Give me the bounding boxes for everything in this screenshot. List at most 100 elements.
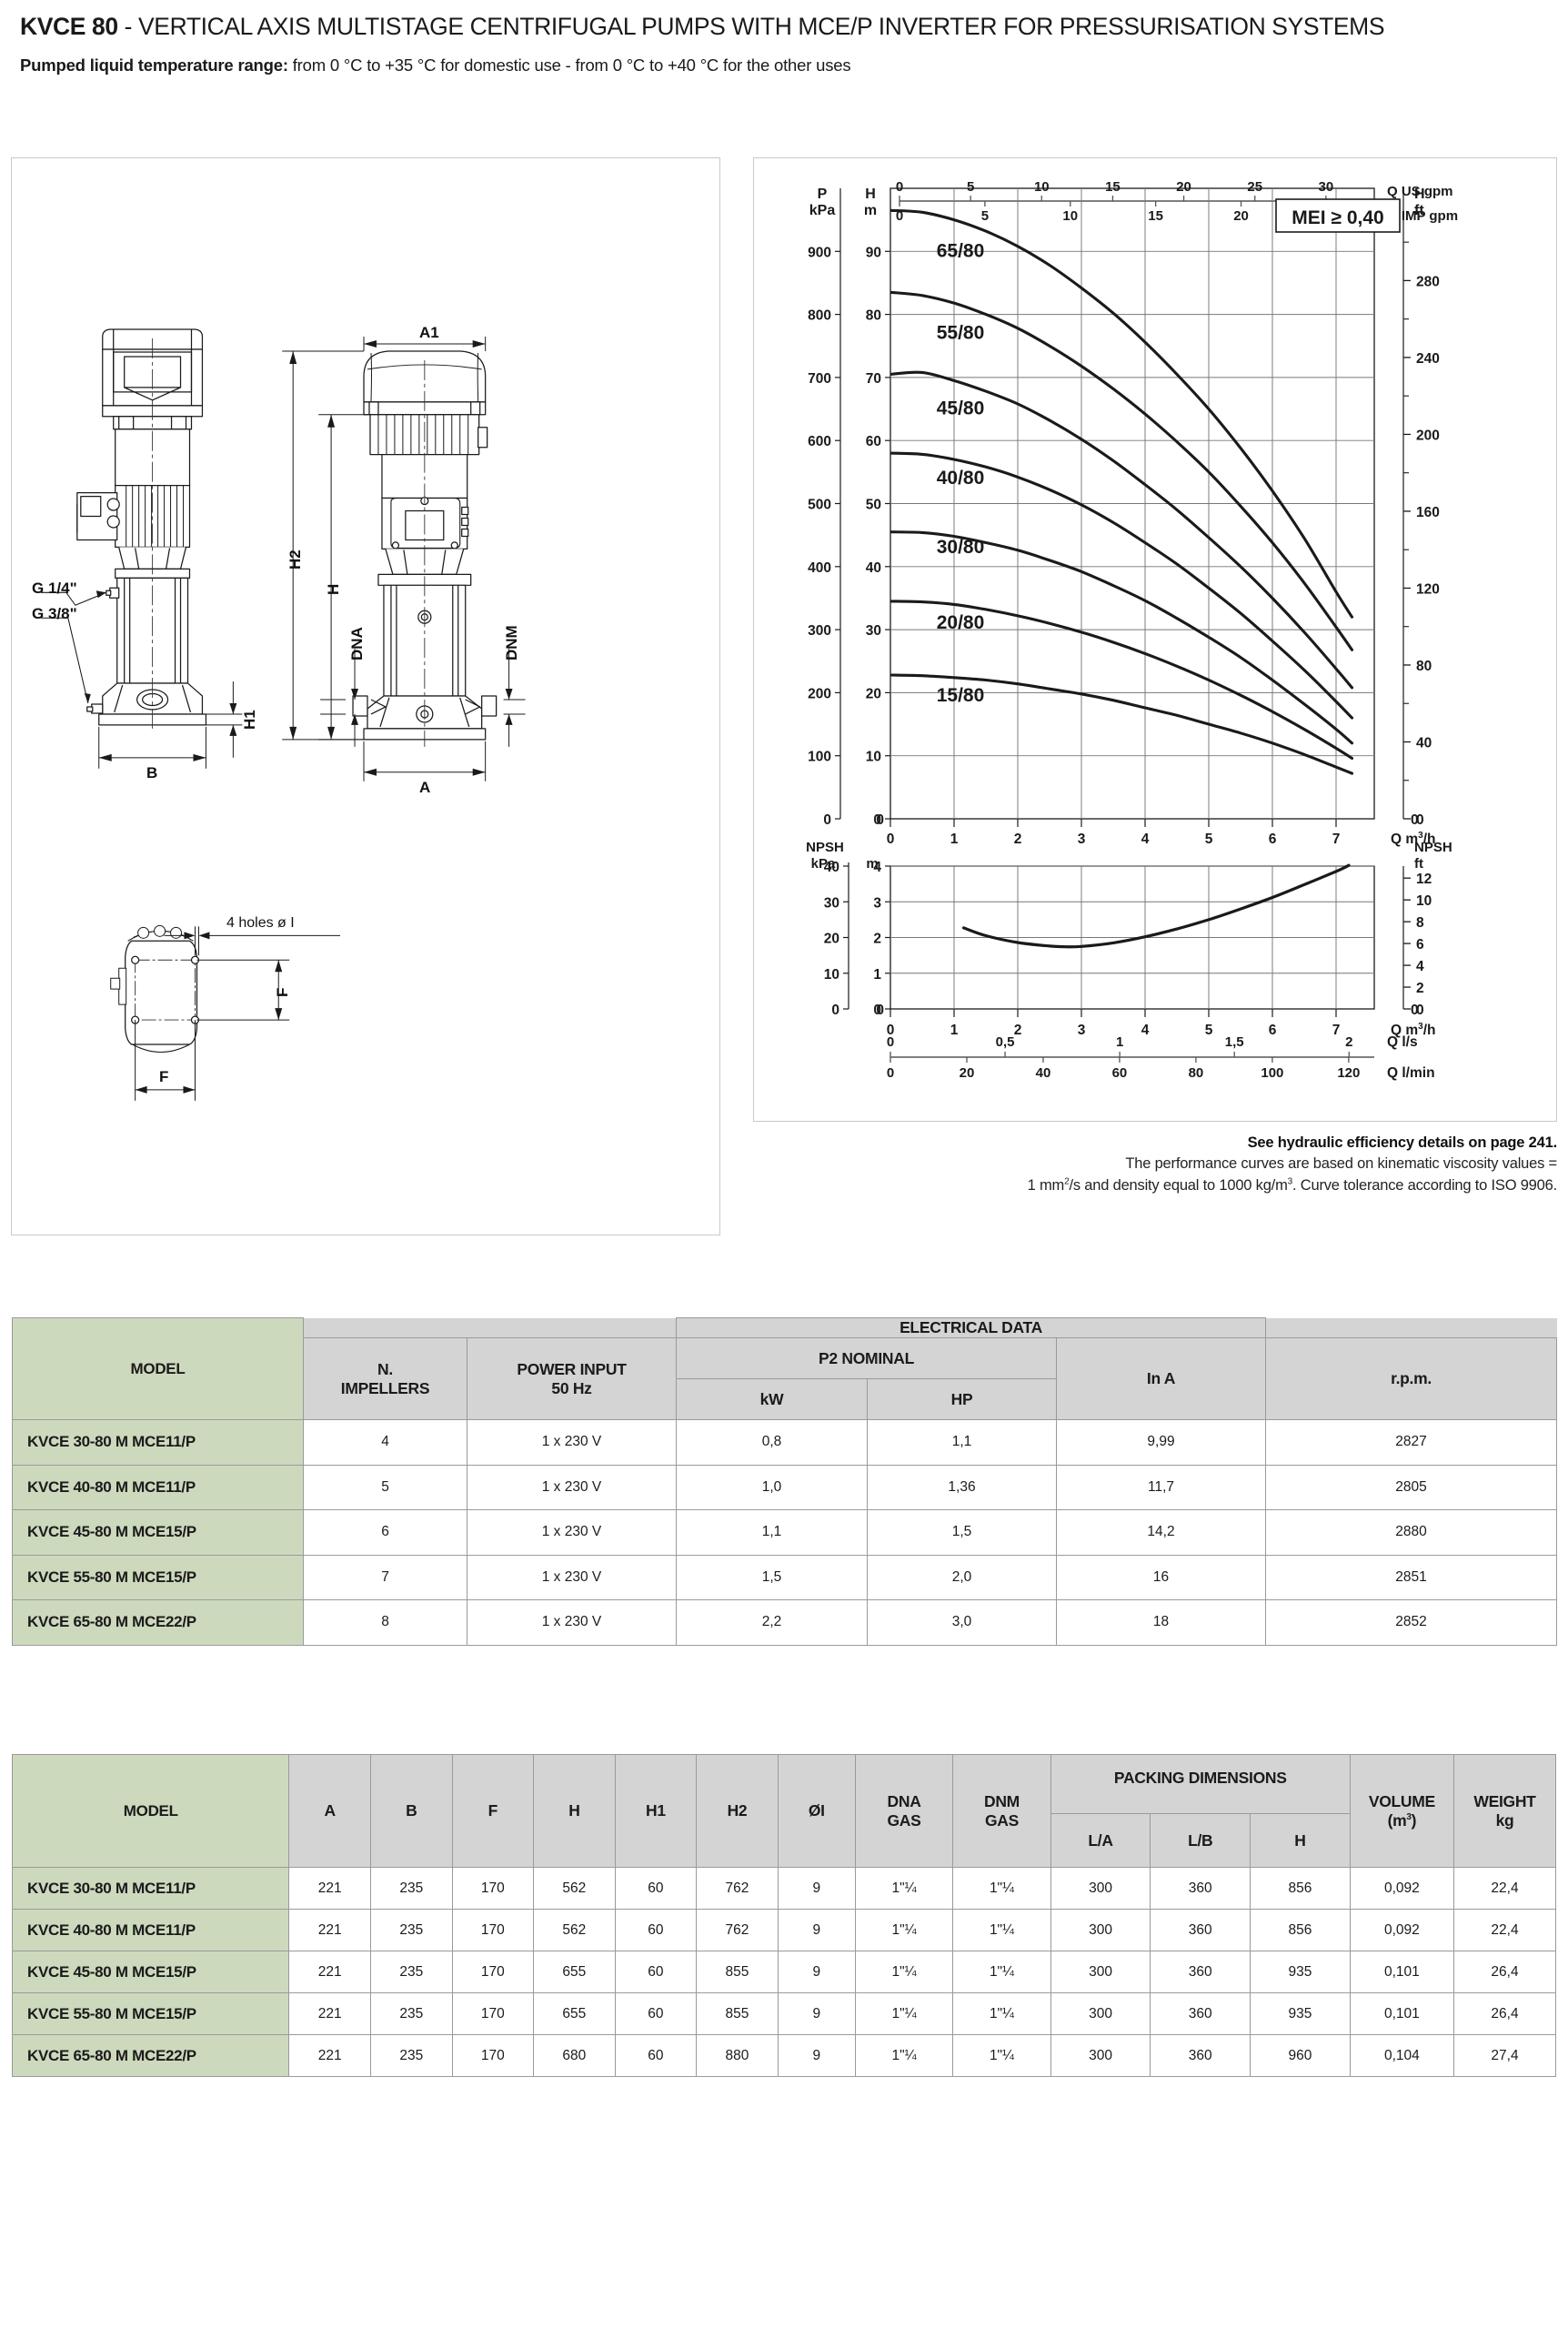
curve-label-55-80: 55/80 xyxy=(937,322,985,343)
tick-h-m: 60 xyxy=(866,434,881,449)
cell-h2: 762 xyxy=(696,1867,779,1910)
cell-dnm-gas: 1"¼ xyxy=(952,2034,1051,2077)
header-hp: HP xyxy=(867,1378,1057,1420)
curve-20-80 xyxy=(890,600,1354,761)
cell-h2: 855 xyxy=(696,1992,779,2035)
tick-h-m: 40 xyxy=(866,560,881,576)
dim-header-dna: DNA GAS xyxy=(854,1754,954,1868)
table-header-row-main: N. IMPELLERS POWER INPUT 50 Hz P2 NOMINA… xyxy=(13,1337,1558,1420)
tick-h-ft: 120 xyxy=(1416,581,1440,597)
holes-dimension xyxy=(164,926,341,956)
label-kpa: kPa xyxy=(809,203,836,218)
tick-q-lmin: 0 xyxy=(887,1065,894,1081)
cell-model: KVCE 55-80 M MCE15/P xyxy=(11,1992,290,2035)
cell-oi: 9 xyxy=(777,1951,856,1993)
cell-h: 680 xyxy=(533,2034,616,2077)
dim-header-packing-rule xyxy=(1050,1800,1351,1814)
tick-q-ls: 1,5 xyxy=(1225,1034,1244,1050)
page-header: KVCE 80 - VERTICAL AXIS MULTISTAGE CENTR… xyxy=(20,13,1550,76)
cell-f: 170 xyxy=(451,1909,535,1951)
cell-volume: 0,104 xyxy=(1349,2034,1454,2077)
header-impellers-line1: N. xyxy=(377,1359,393,1378)
header-kw: kW xyxy=(676,1378,868,1420)
cell-model: KVCE 40-80 M MCE11/P xyxy=(12,1464,304,1510)
cell-in-a: 9,99 xyxy=(1055,1419,1267,1466)
cell-kw: 1,1 xyxy=(676,1509,868,1556)
dim-header-row-sub: L/A L/B H xyxy=(13,1813,1556,1868)
dnm-dimension xyxy=(465,649,526,747)
footnote-efficiency: See hydraulic efficiency details on page… xyxy=(1247,1134,1558,1151)
cell-hp: 3,0 xyxy=(867,1599,1057,1646)
cell-packing-lb: 360 xyxy=(1150,1992,1251,2035)
label-h-right: H xyxy=(1414,187,1425,202)
f-vertical-label: F xyxy=(274,987,291,997)
tick-p-kpa: 300 xyxy=(808,623,831,639)
tick-q-m3h-npsh: 2 xyxy=(1014,1023,1022,1038)
label-q-m3h-npsh: Q m3/h xyxy=(1391,1022,1436,1038)
gas-connection-leaders xyxy=(40,590,106,704)
dim-header-dnm-line2: GAS xyxy=(984,1810,1019,1830)
a1-label: A1 xyxy=(419,324,439,341)
cell-oi: 9 xyxy=(777,1992,856,2035)
cell-f: 170 xyxy=(451,1867,535,1910)
label-h: H xyxy=(865,187,876,202)
technical-drawing-panel: G 1/4" G 3/8" H1 B A1 H2 H DNA DNM A 4 h… xyxy=(11,157,720,1235)
h2-dimension xyxy=(282,350,365,741)
dim-header-volume-line2: (m3) xyxy=(1351,1811,1453,1830)
tick-npsh-ft: 8 xyxy=(1416,915,1424,931)
curve-label-45-80: 45/80 xyxy=(937,398,985,419)
cell-power-input: 1 x 230 V xyxy=(467,1509,677,1556)
curve-55-80 xyxy=(890,290,1354,651)
cell-volume: 0,101 xyxy=(1349,1992,1454,2035)
page-title-model: KVCE 80 xyxy=(20,13,118,40)
dim-header-h2: H2 xyxy=(696,1754,779,1868)
tick-npsh-ft: 2 xyxy=(1416,981,1424,996)
h2-label: H2 xyxy=(286,549,304,570)
header-impellers: N. IMPELLERS xyxy=(303,1337,467,1420)
g-three-eighths-label: G 3/8" xyxy=(32,605,77,622)
cell-dna-gas: 1"¼ xyxy=(854,2034,954,2077)
cell-a: 221 xyxy=(288,1867,371,1910)
tick-q-imp-gpm: 15 xyxy=(1148,208,1163,224)
curve-label-15-80: 15/80 xyxy=(937,685,985,706)
dim-header-weight-line1: WEIGHT xyxy=(1473,1791,1536,1810)
tick-q-m3h-npsh: 6 xyxy=(1269,1023,1277,1038)
dnm-label: DNM xyxy=(503,625,520,660)
header-in-a: In A xyxy=(1055,1337,1267,1420)
tick-q-m3h-npsh: 4 xyxy=(1141,1023,1150,1038)
dim-volume-close: ) xyxy=(1411,1810,1417,1830)
header-spacer-impellers xyxy=(303,1317,467,1338)
tick-h-ft: 160 xyxy=(1416,505,1440,520)
cell-a: 221 xyxy=(288,1909,371,1951)
cell-dna-gas: 1"¼ xyxy=(854,1992,954,2035)
tick-h-ft: 240 xyxy=(1416,351,1440,367)
dim-header-a: A xyxy=(288,1754,371,1868)
cell-h: 562 xyxy=(533,1867,616,1910)
tick-p-kpa: 0 xyxy=(823,812,831,828)
curve-15-80 xyxy=(890,673,1354,775)
temperature-range: Pumped liquid temperature range: from 0 … xyxy=(20,55,1550,76)
dim-header-row-top: MODEL A B F H H1 H2 ØI DNA GAS DNM GAS P… xyxy=(11,1754,1557,1868)
tick-npsh-m: 2 xyxy=(873,932,881,947)
footnote-density-sup1: 2 xyxy=(1064,1176,1070,1187)
cell-b: 235 xyxy=(370,1992,453,2035)
cell-kw: 1,0 xyxy=(676,1464,868,1510)
cell-hp: 1,5 xyxy=(867,1509,1057,1556)
cell-h: 562 xyxy=(533,1909,616,1951)
tick-q-m3h-npsh: 3 xyxy=(1078,1023,1086,1038)
tick-h-m: 0 xyxy=(873,812,881,828)
cell-packing-la: 300 xyxy=(1050,1951,1151,1993)
table-header-row-group: MODEL ELECTRICAL DATA xyxy=(12,1317,1557,1420)
b-dimension xyxy=(98,726,206,769)
tick-npsh-kpa: 30 xyxy=(824,895,839,911)
cell-h: 655 xyxy=(533,1951,616,1993)
cell-weight: 26,4 xyxy=(1452,1992,1557,2035)
page-title-text: VERTICAL AXIS MULTISTAGE CENTRIFUGAL PUM… xyxy=(138,13,1385,40)
header-model: MODEL xyxy=(12,1317,304,1420)
